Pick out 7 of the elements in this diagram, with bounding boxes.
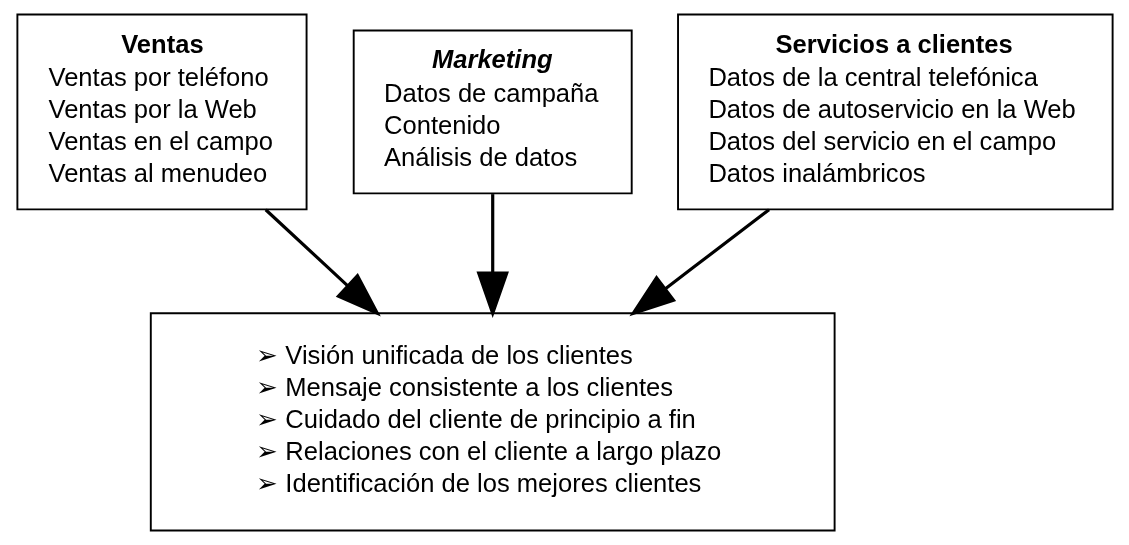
node-box: Marketing Datos de campaña Contenido Análisis de datos <box>352 29 633 195</box>
node-box: Servicios a clientes Datos de la central telefónica Datos de autoservicio en la Web Datos del servicio en el campo Datos inalámbricos <box>676 13 1114 211</box>
arrow <box>475 194 509 318</box>
arrow <box>628 208 770 317</box>
node-box: ➢ Visión unificada de los clientes ➢ Mensaje consistente a los clientes ➢ Cuidado del cliente de principio a fin ➢ Relaciones con el cliente a largo plazo ➢ Identificación de los mejores clientes <box>149 312 836 532</box>
node-box: Ventas Ventas por teléfono Ventas por la Web Ventas en el campo Ventas al menudeo <box>15 13 308 211</box>
arrow <box>264 208 381 317</box>
